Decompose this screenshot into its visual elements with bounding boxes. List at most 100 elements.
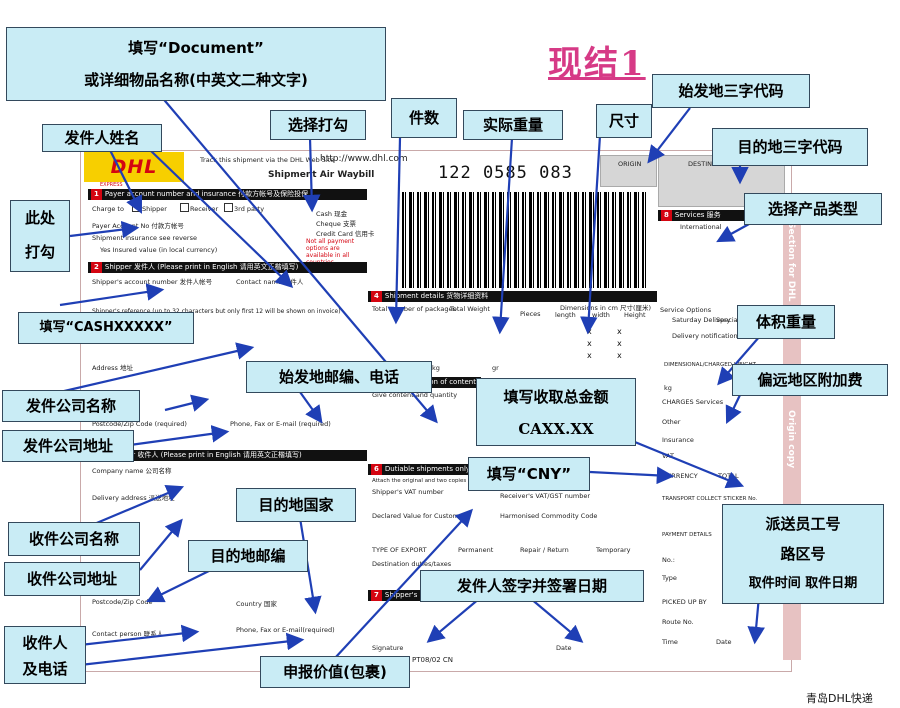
arrow-size xyxy=(580,134,602,335)
section-1-label: Payer account number and insurance 付款方帐号… xyxy=(104,190,309,198)
insured-value: Yes Insured value (in local currency) xyxy=(100,246,218,254)
route-no: Route No. xyxy=(662,618,694,626)
country-label: Country 国家 xyxy=(236,600,277,608)
type-label: Type xyxy=(662,574,677,582)
label-total-amount-line2: CAXX.XX xyxy=(518,420,594,438)
phone-label: Phone, Fax or E-mail (required) xyxy=(230,420,331,428)
label-shipper-company-name: 发件公司名称 xyxy=(2,390,140,422)
saturday-delivery: Saturday Delivery xyxy=(672,316,731,324)
awb-number: 122 0585 083 xyxy=(438,163,573,183)
shipper-reference: Shipper's reference (up to 32 characters… xyxy=(92,308,341,315)
logo-sub: EXPRESS xyxy=(100,182,123,188)
cash-option: Cash 现金 xyxy=(316,210,348,218)
label-pieces: 件数 xyxy=(391,98,457,138)
third-party-checkbox[interactable] xyxy=(224,203,233,212)
label-volume-weight: 体积重量 xyxy=(737,305,835,339)
arrow-origin-postcode xyxy=(299,391,323,424)
label-product-type: 选择产品类型 xyxy=(744,193,882,225)
label-receiver-phone: 收件人 及电话 xyxy=(4,626,86,684)
arrow-cny xyxy=(589,466,675,485)
side-text-origin: Origin copy xyxy=(786,410,796,469)
barcode xyxy=(402,192,646,288)
label-select-tick: 选择打勾 xyxy=(270,110,366,140)
section-3-label: Receiver 收件人 (Please print in English 请用… xyxy=(104,451,302,459)
label-courier-line1: 派送员工号 xyxy=(765,515,841,533)
website: http://www.dhl.com xyxy=(320,154,408,164)
arrow-sign xyxy=(426,597,481,643)
arrow-dest-postcode xyxy=(146,567,216,603)
arrow-tick-here xyxy=(69,220,140,239)
dimensions-label: Dimensions in cm 尺寸(厘米) xyxy=(560,304,652,312)
credit-card-option: Credit Card 信用卡 xyxy=(316,230,375,238)
charges-insurance: Insurance xyxy=(662,436,694,444)
label-fill-cny: 填写“CNY” xyxy=(468,457,590,491)
section-6-label: Dutiable shipments only xyxy=(384,465,471,473)
arrow-select-tick xyxy=(302,137,321,213)
label-origin-code: 始发地三字代码 xyxy=(652,74,810,108)
label-courier-line2: 路区号 xyxy=(780,545,826,563)
section-8-label: Services 服务 xyxy=(674,211,721,219)
charges-other: Other xyxy=(662,418,681,426)
address-label: Address 地址 xyxy=(92,364,133,372)
arrow-recv-addr xyxy=(139,518,183,571)
payment-details: PAYMENT DETAILS xyxy=(662,532,712,538)
arrow-total-amount xyxy=(629,438,745,489)
label-remote-fee: 偏远地区附加费 xyxy=(732,364,888,396)
label-tick-here-line2: 打勾 xyxy=(24,243,55,261)
third-party-label: 3rd party xyxy=(234,205,265,213)
label-actual-weight: 实际重量 xyxy=(463,110,563,140)
arrow-cash xyxy=(59,283,165,307)
service-options: Service Options xyxy=(660,306,712,314)
arrow-shipper-company xyxy=(59,342,255,394)
label-dest-country: 目的地国家 xyxy=(236,488,356,522)
delivery-notification: Delivery notification xyxy=(672,332,738,340)
date2-label: Date xyxy=(716,638,732,646)
label-declared-value: 申报价值(包裹) xyxy=(260,656,410,688)
header-text: Track this shipment via the DHL Web Site xyxy=(200,156,335,164)
contact-name: Contact name 发件人 xyxy=(236,278,304,286)
receiver-check-label: Receiver xyxy=(190,205,219,213)
label-dest-postcode: 目的地邮编 xyxy=(188,540,308,572)
label-receiver-phone-line2: 及电话 xyxy=(22,660,68,678)
signature-label: Signature xyxy=(372,644,404,652)
permanent-label: Permanent xyxy=(458,546,494,554)
cheque-option: Cheque 支票 xyxy=(316,220,356,228)
delivery-address-label: Delivery address 派送地址 xyxy=(92,494,175,502)
pieces-label: Pieces xyxy=(520,310,541,318)
label-receiver-phone-line1: 收件人 xyxy=(22,634,68,652)
contact-person-label: Contact person 联系人 xyxy=(92,630,164,638)
side-text-dhl: Section for DHL xyxy=(786,222,796,302)
section-7-num: 7 xyxy=(371,590,382,601)
destination-duties: Destination duties/taxes xyxy=(372,560,452,568)
label-origin-postcode-phone: 始发地邮编、电话 xyxy=(246,361,432,393)
origin-label: ORIGIN xyxy=(618,160,642,168)
arrow-shipper-name xyxy=(149,149,294,289)
total-weight-label: Total Weight xyxy=(450,305,490,313)
label-sign-date: 发件人签字并签署日期 xyxy=(420,570,644,602)
charge-to: Charge to xyxy=(92,205,124,213)
shipper-account: Shipper's account number 发件人帐号 xyxy=(92,278,213,286)
length-label: length xyxy=(555,311,576,319)
section-4-num: 4 xyxy=(371,291,382,302)
label-document-line1: 填写“Document” xyxy=(128,39,264,57)
kg-label: kg xyxy=(432,364,440,372)
label-document-line2: 或详细物品名称(中英文二种文字) xyxy=(84,71,308,89)
form-code: PT08/02 CN xyxy=(412,656,454,664)
label-courier: 派送员工号 路区号 取件时间 取件日期 xyxy=(722,504,884,604)
receiver-checkbox[interactable] xyxy=(180,203,189,212)
label-recv-company-addr: 收件公司地址 xyxy=(4,562,140,596)
label-tick-here-line1: 此处 xyxy=(24,209,55,227)
dimensional-weight: DIMENSIONAL/CHARGED WEIGHT xyxy=(664,362,757,368)
waybill-title: Shipment Air Waybill xyxy=(268,170,375,180)
arrow-remote xyxy=(725,394,742,424)
type-export: TYPE OF EXPORT xyxy=(372,546,427,554)
arrow-declared xyxy=(334,508,473,659)
harmonised-label: Harmonised Commodity Code xyxy=(500,512,598,520)
label-total-amount-line1: 填写收取总金额 xyxy=(503,388,609,406)
section-2-label: Shipper 发件人 (Please print in English 请用英… xyxy=(104,263,299,271)
arrow-weight xyxy=(492,137,514,335)
